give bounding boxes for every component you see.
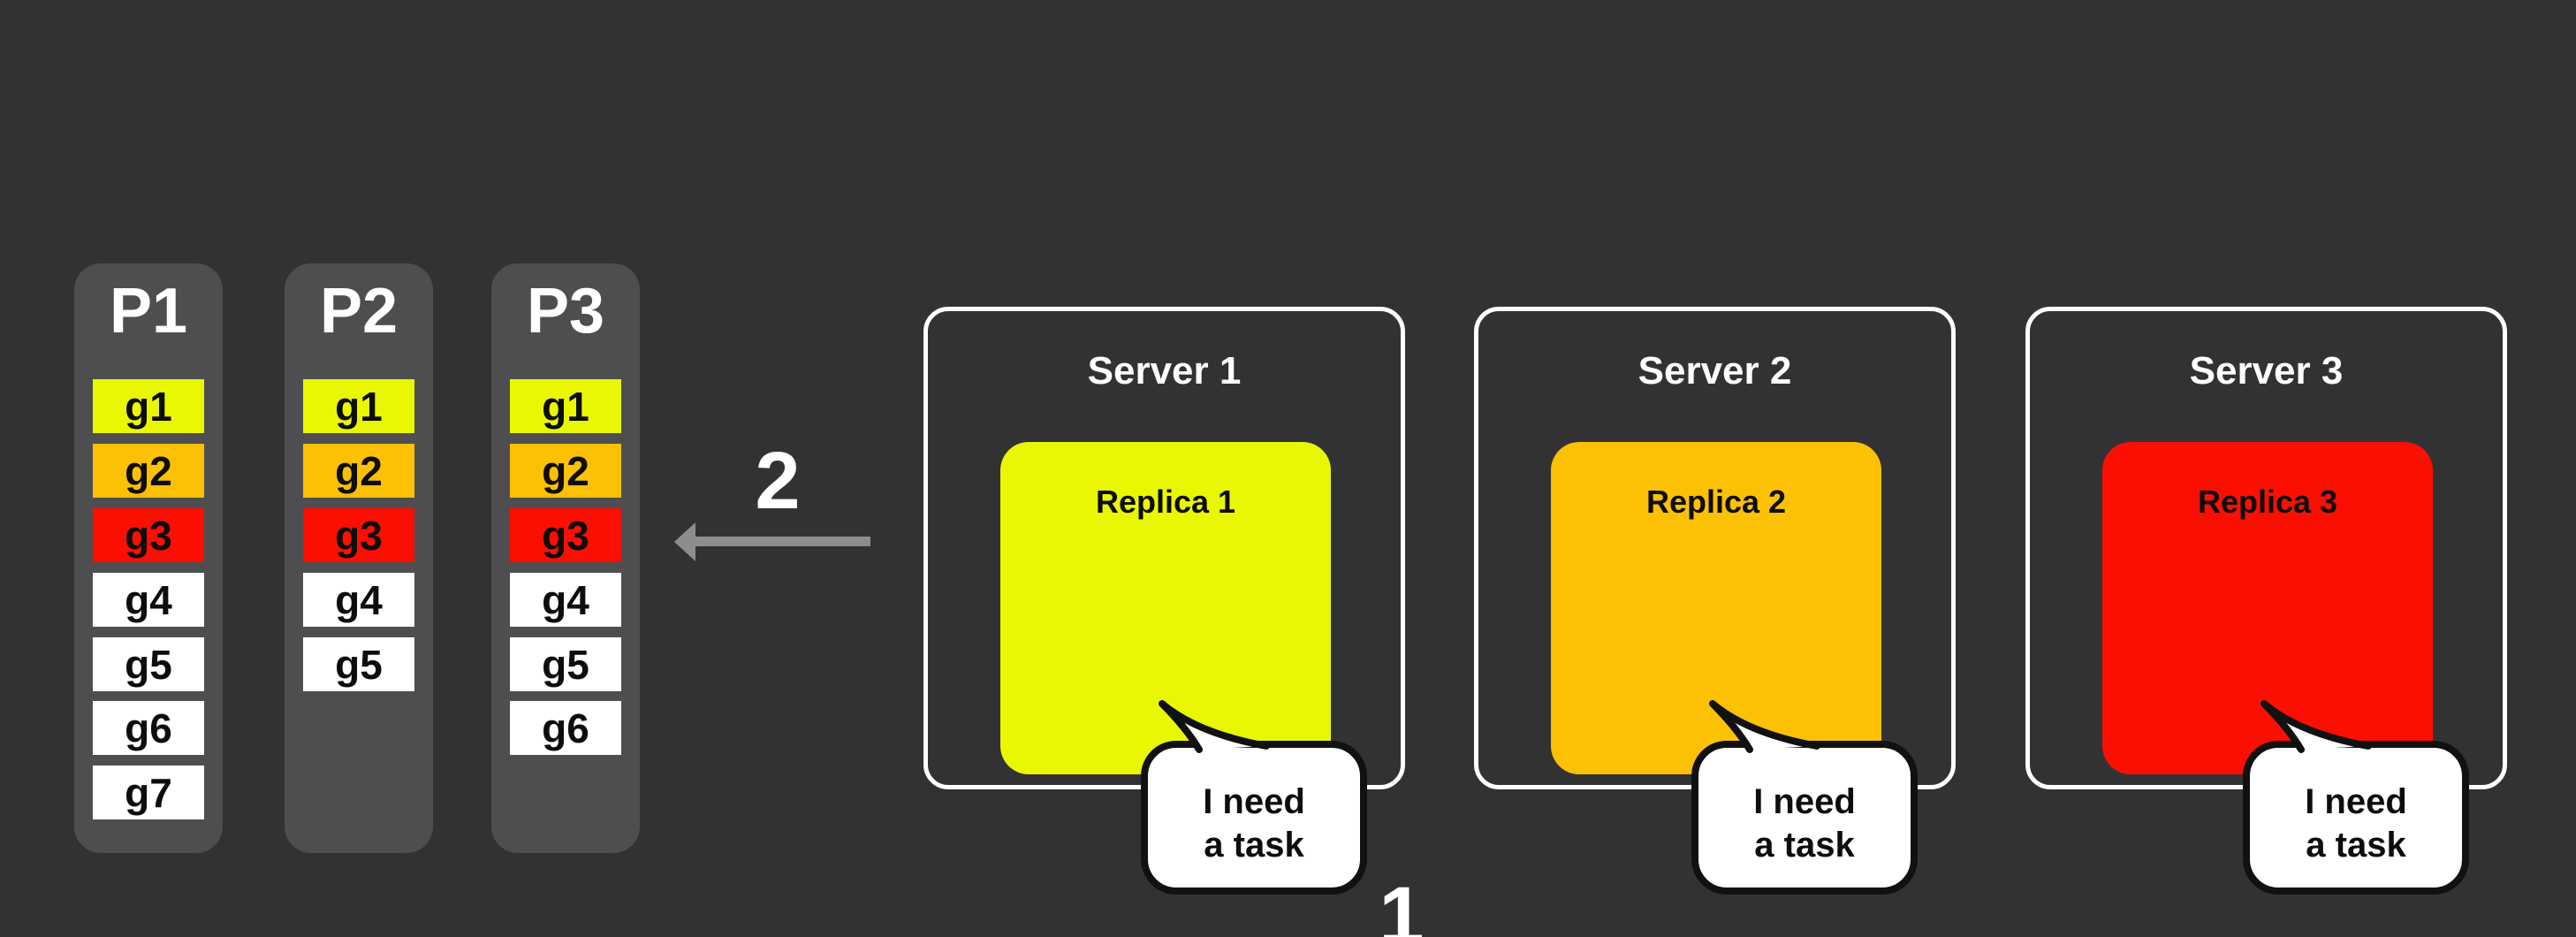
task-cell: g5	[510, 637, 621, 691]
partition-title: P1	[109, 276, 188, 347]
task-cell: g1	[510, 379, 621, 433]
replica-label: Replica 3	[2197, 484, 2338, 520]
task-cell: g6	[93, 701, 204, 755]
partition-column-p1: P1 g1 g2 g3 g4 g5 g6 g7	[74, 263, 223, 853]
replica-label: Replica 1	[1095, 484, 1236, 520]
bubble-text-line1: I need	[2305, 782, 2407, 821]
bubble-tail-icon	[1159, 700, 1270, 753]
server-title: Server 3	[2189, 349, 2344, 392]
task-cell: g3	[510, 508, 621, 562]
task-cell: g4	[510, 573, 621, 627]
replica-label: Replica 2	[1645, 484, 1787, 520]
replica-box: Replica 1	[1000, 442, 1331, 774]
server-title: Server 2	[1638, 349, 1792, 392]
task-cell: g1	[93, 379, 204, 433]
server-box-3: Server 3 Replica 3	[2025, 307, 2507, 789]
speech-bubble: I need a task	[1141, 700, 1367, 895]
task-cell: g7	[93, 766, 204, 819]
bubble-text-line1: I need	[1753, 782, 1856, 821]
bubble-text-line2: a task	[1204, 826, 1304, 865]
task-cell: g5	[303, 637, 414, 691]
server-box-1: Server 1 Replica 1	[923, 307, 1405, 789]
step-1-label: 1	[1379, 871, 1425, 937]
task-cell: g2	[303, 444, 414, 498]
replica-box: Replica 3	[2102, 442, 2433, 774]
arrow-left-icon	[674, 522, 870, 561]
task-cell: g1	[303, 379, 414, 433]
task-cell: g4	[303, 573, 414, 627]
task-cell: g5	[93, 637, 204, 691]
partition-column-p3: P3 g1 g2 g3 g4 g5 g6	[491, 263, 640, 853]
task-cell: g2	[93, 444, 204, 498]
task-cell: g3	[93, 508, 204, 562]
server-title: Server 1	[1087, 349, 1242, 392]
replica-box: Replica 2	[1551, 442, 1881, 774]
bubble-text-line2: a task	[1754, 826, 1855, 865]
step-2-label: 2	[755, 436, 801, 526]
task-cell: g2	[510, 444, 621, 498]
speech-bubble: I need a task	[1691, 700, 1918, 895]
partition-column-p2: P2 g1 g2 g3 g4 g5	[285, 263, 433, 853]
task-cell: g6	[510, 701, 621, 755]
bubble-tail-icon	[2261, 700, 2372, 753]
speech-bubble: I need a task	[2243, 700, 2469, 895]
bubble-text-line2: a task	[2306, 826, 2406, 865]
task-cell: g3	[303, 508, 414, 562]
partition-title: P2	[319, 276, 399, 347]
task-cell: g4	[93, 573, 204, 627]
bubble-text-line1: I need	[1203, 782, 1305, 821]
partition-title: P3	[526, 276, 605, 347]
bubble-tail-icon	[1709, 700, 1820, 753]
